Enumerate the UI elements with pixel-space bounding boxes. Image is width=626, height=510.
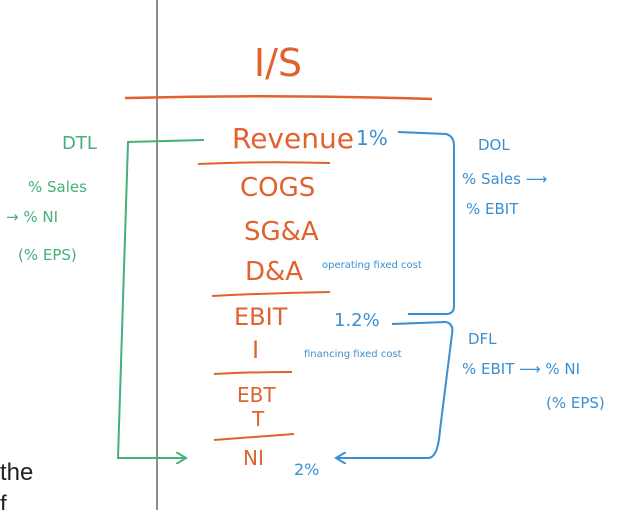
- title-underline: [124, 94, 433, 101]
- dol-line1: % Sales ⟶: [462, 170, 547, 188]
- dfl-line1: % EBIT ⟶ % NI: [462, 360, 580, 378]
- da-underline: [211, 291, 331, 297]
- interest-underline: [213, 371, 293, 375]
- statement-title: I/S: [254, 41, 302, 85]
- dtl-line3: (% EPS): [18, 246, 77, 264]
- dtl-connector: [116, 139, 205, 458]
- revenue-underline: [197, 161, 331, 165]
- item-ebit: EBIT: [234, 303, 288, 331]
- item-ni: NI: [243, 446, 264, 470]
- dtl-line1: % Sales: [28, 178, 87, 196]
- item-revenue: Revenue: [232, 122, 354, 155]
- dtl-label: DTL: [62, 133, 97, 154]
- item-ebt: EBT: [237, 383, 276, 407]
- percent-ni: 2%: [294, 460, 319, 479]
- dol-bracket: [397, 131, 455, 315]
- note-financing-fixed-cost: financing fixed cost: [304, 349, 402, 360]
- item-interest: I: [252, 336, 259, 364]
- percent-ebit: 1.2%: [334, 310, 380, 331]
- item-sga: SG&A: [244, 217, 319, 247]
- ebit-link-line: [391, 321, 447, 325]
- item-da: D&A: [245, 257, 303, 287]
- dfl-bracket: [336, 321, 454, 458]
- dol-line2: % EBIT: [466, 200, 519, 218]
- dtl-line2: → % NI: [6, 208, 58, 226]
- dol-label: DOL: [478, 136, 510, 154]
- tax-underline: [213, 433, 295, 441]
- note-operating-fixed-cost: operating fixed cost: [322, 260, 422, 271]
- item-tax: T: [251, 407, 265, 431]
- dfl-line2: (% EPS): [546, 394, 605, 412]
- left-page-text: the: [0, 459, 33, 486]
- left-page-text-partial: f: [0, 491, 7, 510]
- item-cogs: COGS: [240, 173, 315, 203]
- percent-revenue: 1%: [356, 126, 388, 150]
- dfl-label: DFL: [468, 330, 497, 348]
